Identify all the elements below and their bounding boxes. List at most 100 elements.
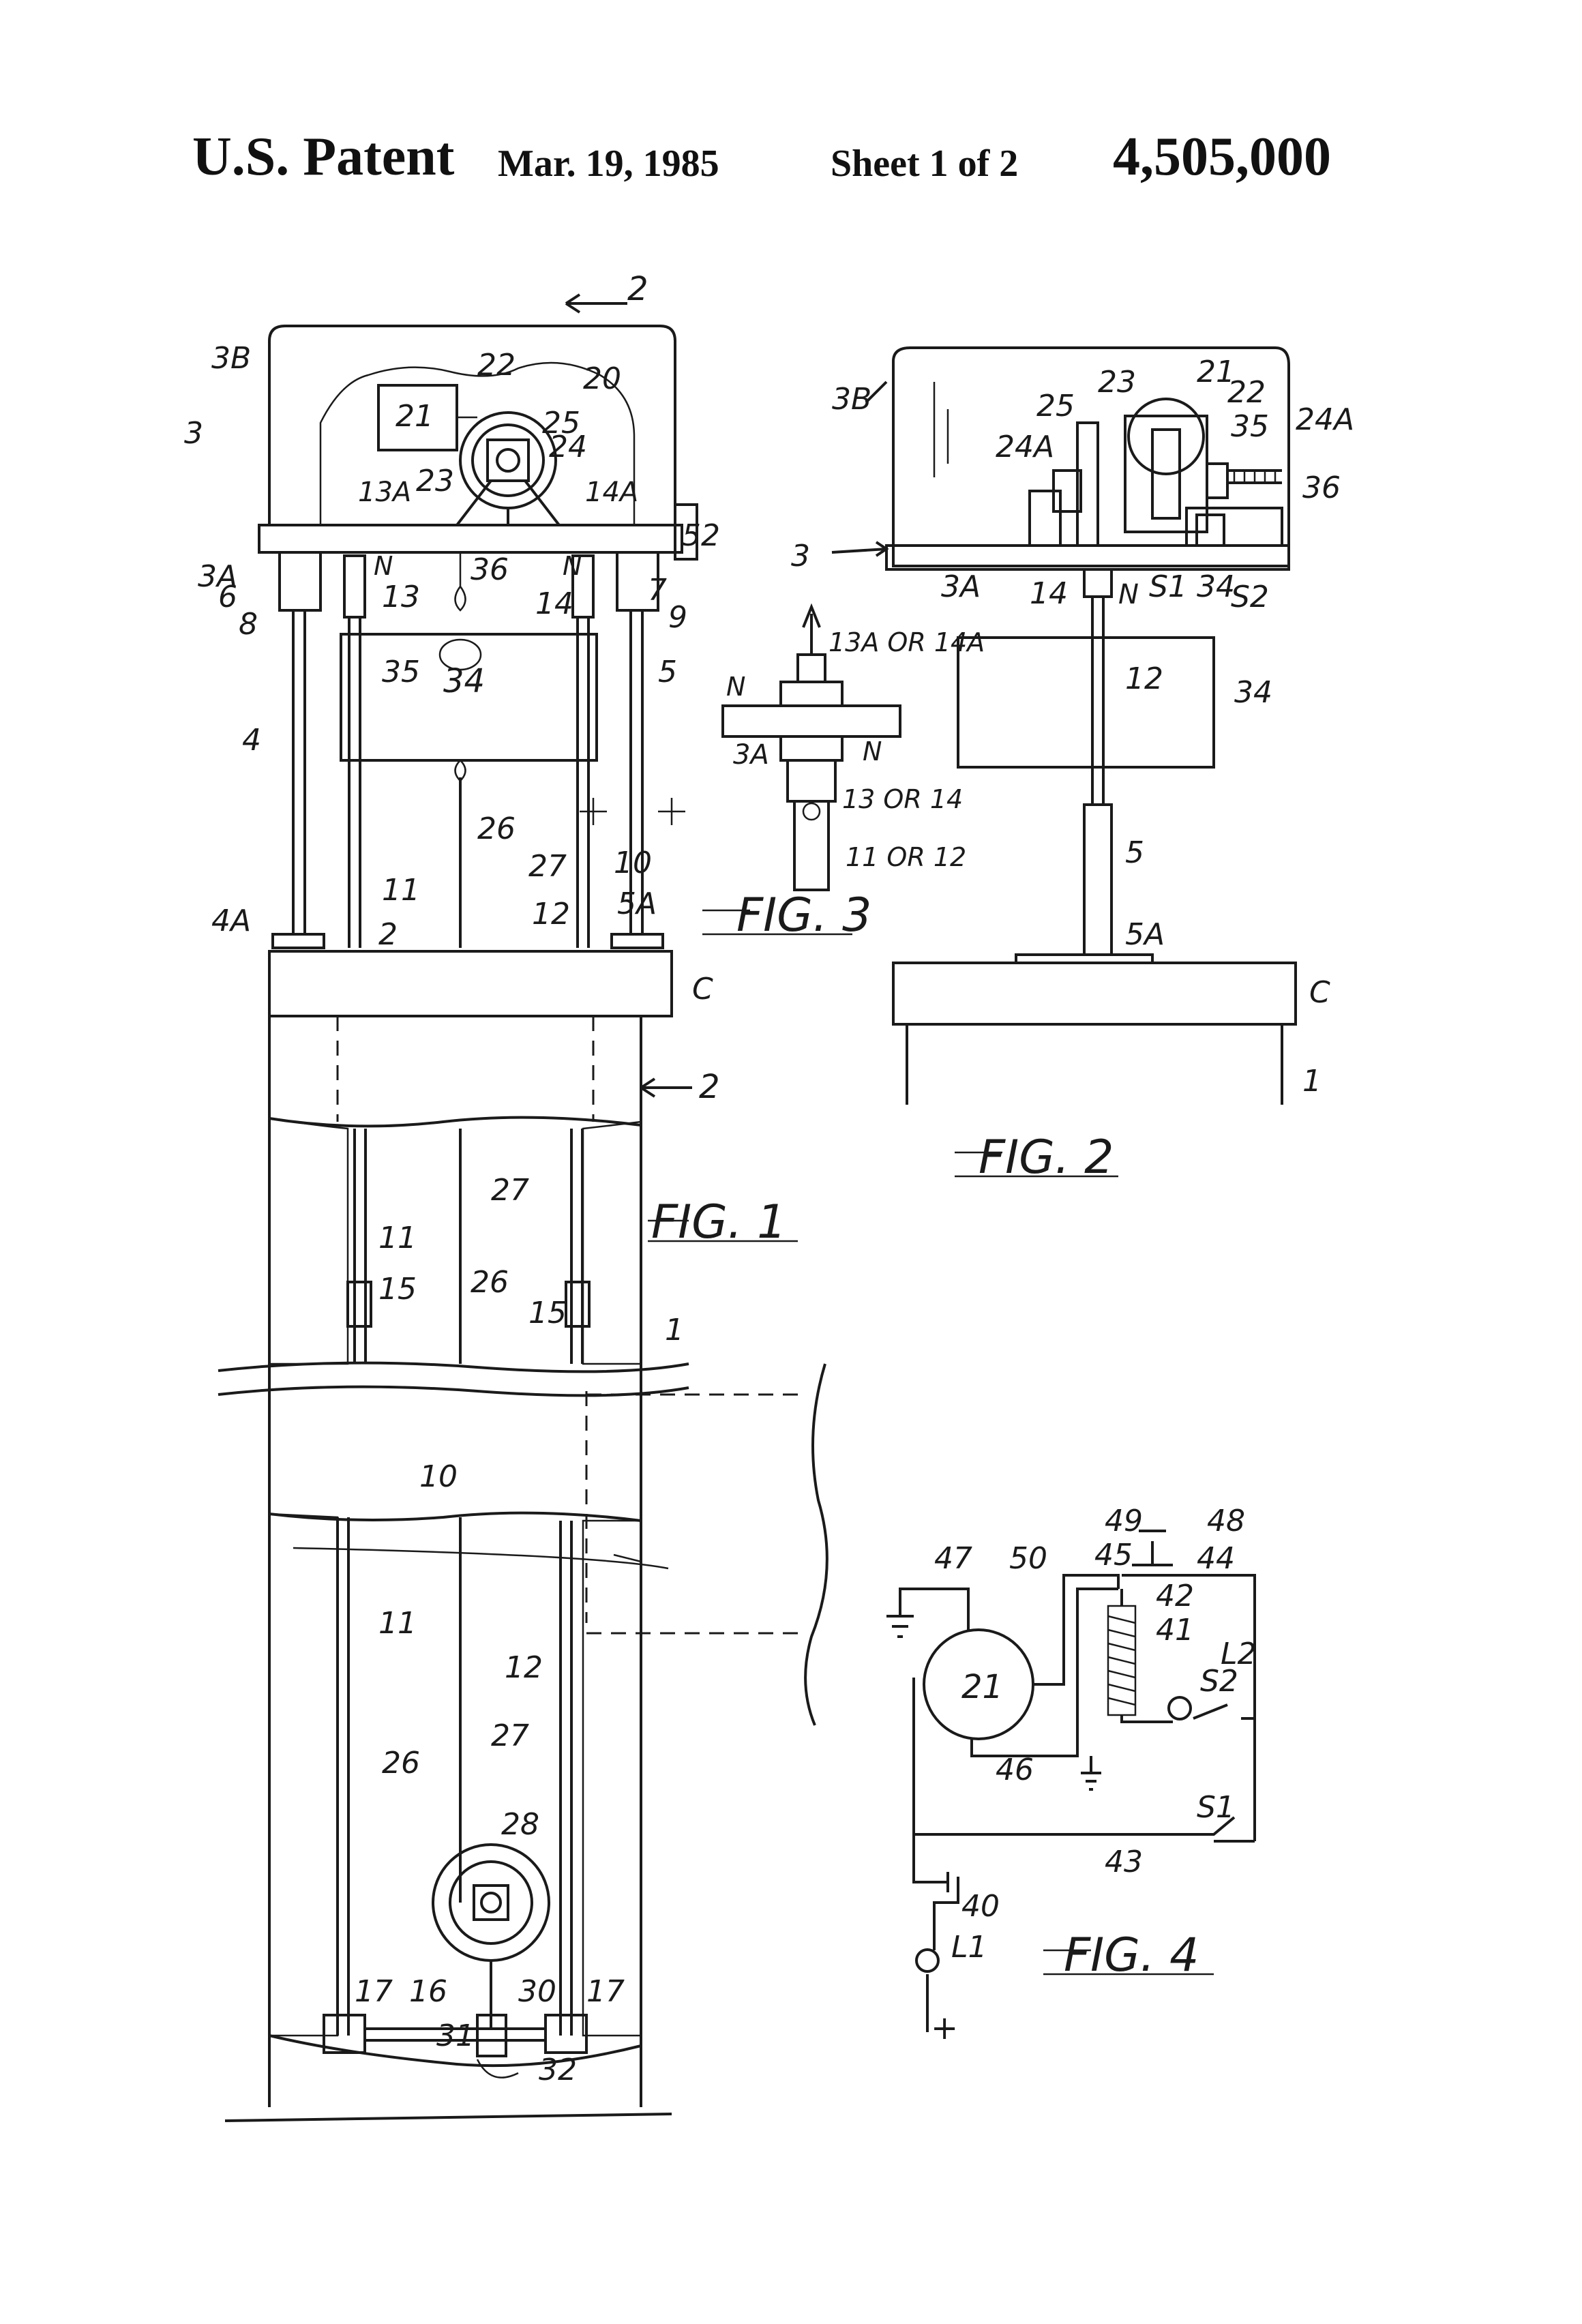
- patent-date: Mar. 19, 1985: [498, 143, 719, 185]
- drum-22: [459, 411, 557, 509]
- ref-1: 1: [665, 1313, 684, 1347]
- foot-5a: [610, 933, 664, 949]
- ref-46: 46: [996, 1753, 1034, 1787]
- ref-3: 3: [184, 416, 203, 451]
- ref-2-top: 2: [627, 270, 648, 308]
- section-arrow-2-bottom: [640, 1077, 692, 1098]
- ref-1-fig2: 1: [1302, 1064, 1322, 1099]
- patent-number: 4,505,000: [1113, 127, 1331, 187]
- ref-C: C: [692, 972, 713, 1007]
- ref-47: 47: [934, 1541, 972, 1576]
- ref-23-fig2: 23: [1098, 365, 1136, 400]
- figure-3: 13A OR 14A N 3A N 13 OR 14 11 OR 12 FIG.…: [702, 603, 985, 942]
- ref-N-fig3: N: [726, 672, 745, 702]
- ref-22: 22: [477, 348, 516, 383]
- bearing-9: [616, 551, 659, 612]
- housing-cover-3b-fig2: [892, 346, 1290, 567]
- nut-32: [476, 2059, 519, 2079]
- ref-34-small: 34: [1197, 569, 1235, 604]
- ref-43: 43: [1105, 1845, 1143, 1879]
- ref-13A-or-14A: 13A OR 14A: [829, 627, 985, 657]
- ref-S1-fig4: S1: [1197, 1790, 1235, 1825]
- ref-S2: S2: [1231, 580, 1269, 614]
- ref-23: 23: [416, 464, 454, 498]
- ref-13: 13: [382, 580, 420, 614]
- ref-26-low: 26: [382, 1746, 420, 1781]
- ref-15-left: 15: [378, 1272, 417, 1307]
- housing-cover-3b: [268, 325, 676, 526]
- section-arrow-2-top: [565, 293, 627, 314]
- ref-34-fig2: 34: [1234, 675, 1272, 710]
- flange-25: [1076, 421, 1099, 547]
- block-17-right: [544, 2014, 588, 2054]
- ref-N-fig2: N: [1118, 579, 1139, 610]
- ref-32: 32: [539, 2053, 577, 2087]
- ref-45: 45: [1094, 1538, 1133, 1573]
- shaft-wall-right-upper: [582, 1120, 642, 1365]
- ref-27-low: 27: [491, 1718, 529, 1753]
- ref-11-or-12: 11 OR 12: [846, 842, 966, 872]
- guide-15-right: [565, 1281, 591, 1328]
- ref-48: 48: [1207, 1504, 1245, 1538]
- rod-coupling-13: [343, 554, 366, 619]
- shaft-wall-left-lower: [268, 1513, 339, 2037]
- nut-31: [476, 2014, 507, 2057]
- housing-cutaway: [319, 361, 636, 525]
- ref-50: 50: [1009, 1541, 1047, 1576]
- ref-31: 31: [436, 2018, 475, 2053]
- ref-17-right: 17: [586, 1974, 625, 2009]
- ref-44: 44: [1197, 1541, 1235, 1576]
- ref-14: 14: [535, 586, 573, 621]
- ref-3B: 3B: [211, 341, 251, 376]
- ref-36: 36: [471, 552, 509, 587]
- ref-N-fig3-b: N: [863, 736, 882, 766]
- ref-17-left: 17: [355, 1974, 393, 2009]
- ref-15-right: 15: [528, 1296, 567, 1330]
- ref-12-low: 12: [505, 1650, 543, 1685]
- weight-34-fig2: [957, 636, 1215, 769]
- ref-20: 20: [583, 361, 621, 396]
- ref-2-bottom: 2: [699, 1068, 720, 1106]
- figure-1: FIG. 1 3B 3 3A 6 8 4 4A 22 20 21 25 24 1…: [184, 270, 829, 2122]
- bearing-8: [278, 551, 322, 612]
- guide-15-left: [346, 1281, 372, 1328]
- ref-5-fig2: 5: [1125, 835, 1144, 870]
- ref-27-mid: 27: [491, 1173, 529, 1208]
- ref-plus: +: [931, 2009, 958, 2047]
- plate-section-3a: [721, 704, 901, 738]
- ref-3B-fig2: 3B: [832, 382, 871, 417]
- ref-16: 16: [409, 1974, 447, 2009]
- bracket-23: [456, 479, 561, 526]
- ref-5: 5: [658, 655, 677, 689]
- ref-10-low: 10: [419, 1459, 458, 1494]
- ref-27: 27: [528, 849, 567, 884]
- break-line-upper: [218, 1361, 689, 1373]
- weight-34: [340, 633, 598, 762]
- ref-N-left: N: [374, 551, 393, 581]
- ref-14A: 14A: [585, 477, 638, 508]
- ref-9: 9: [668, 600, 687, 635]
- ref-35: 35: [382, 655, 420, 689]
- break-line-lower: [218, 1385, 689, 1397]
- ref-35-fig2: 35: [1231, 409, 1269, 444]
- hook-36: [454, 552, 466, 612]
- ref-34: 34: [443, 662, 485, 700]
- ref-11-mid: 11: [378, 1221, 417, 1255]
- ref-13A: 13A: [358, 477, 411, 508]
- lamp-l2: [1167, 1696, 1192, 1720]
- ref-36-fig2: 36: [1302, 471, 1341, 505]
- shaft-wall-right-lower: [582, 1519, 642, 2037]
- shaft-wall-left-upper: [268, 1117, 349, 1365]
- cap-c-fig2: [892, 962, 1297, 1026]
- ref-N-right: N: [563, 551, 582, 581]
- ref-12: 12: [532, 897, 570, 932]
- weight-eye-35: [438, 638, 482, 671]
- ref-22-fig2: 22: [1227, 375, 1266, 410]
- bolt-52: [674, 503, 698, 561]
- ref-3A: 3A: [198, 559, 237, 594]
- leg-5-fig2: [1083, 803, 1113, 956]
- ref-25-fig2: 25: [1036, 389, 1075, 423]
- ref-5A: 5A: [617, 887, 657, 921]
